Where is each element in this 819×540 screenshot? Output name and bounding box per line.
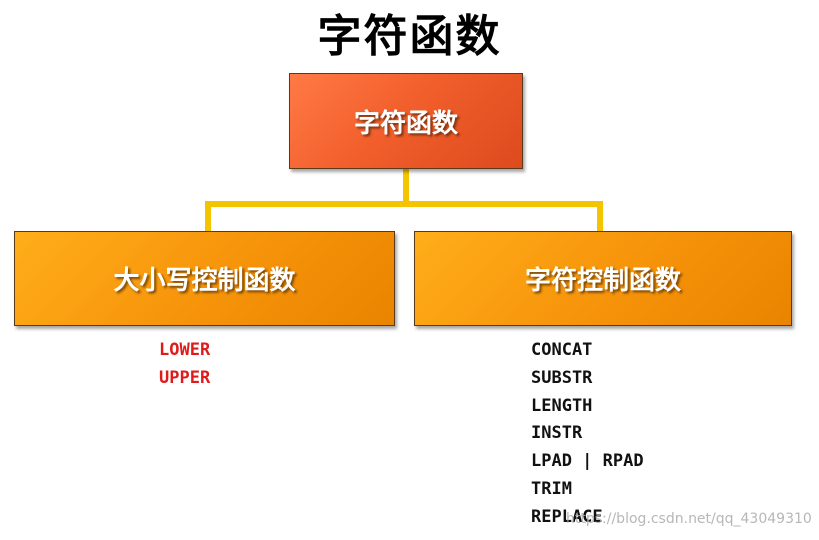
root-node: 字符函数 (289, 73, 523, 169)
connector-trunk (403, 169, 409, 204)
function-item: TRIM (531, 478, 572, 499)
function-item: LOWER (159, 340, 211, 360)
function-item: LENGTH (531, 395, 593, 416)
page-title: 字符函数 (317, 11, 502, 62)
root-node-label: 字符函数 (353, 108, 458, 139)
char-control-node: 字符控制函数 (414, 231, 792, 326)
watermark: https://blog.csdn.net/qq_43049310 (566, 511, 812, 527)
function-item: LPAD | RPAD (531, 451, 644, 472)
char-control-node-label: 字符控制函数 (524, 266, 681, 296)
connector-crossbar (205, 201, 603, 207)
function-item: REPLACE (531, 506, 603, 527)
case-control-node: 大小写控制函数 (14, 231, 395, 326)
function-item: SUBSTR (531, 367, 593, 388)
function-item: CONCAT (531, 340, 593, 360)
char-control-function-list: CONCAT SUBSTR LENGTH INSTR LPAD | RPAD T… (531, 337, 644, 532)
connector-left-drop (205, 201, 211, 232)
case-control-node-label: 大小写控制函数 (113, 266, 296, 296)
function-item: INSTR (531, 423, 583, 444)
connector-right-drop (597, 201, 603, 232)
function-item: UPPER (159, 367, 211, 388)
case-control-function-list: LOWER UPPER (159, 337, 210, 393)
